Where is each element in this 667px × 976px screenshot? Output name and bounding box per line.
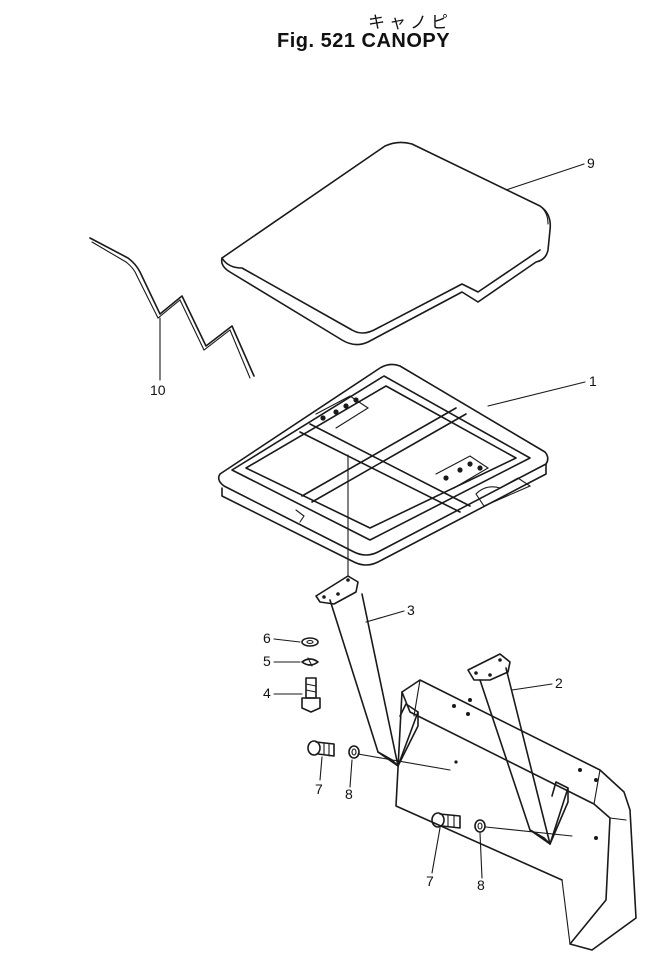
part-3-front-post — [315, 575, 419, 767]
callout-10: 10 — [150, 382, 166, 398]
callout-7-upper: 7 — [315, 781, 323, 797]
base-side-panel — [395, 679, 637, 951]
part-6-washer — [301, 637, 319, 647]
part-8-washer-upper — [348, 745, 360, 759]
callout-7-lower: 7 — [426, 873, 434, 889]
callout-1: 1 — [589, 373, 597, 389]
part-5-lock-washer — [301, 657, 319, 667]
callout-8-lower: 8 — [477, 877, 485, 893]
part-4-bolt — [301, 677, 321, 713]
leader-lines — [159, 163, 586, 879]
callout-9: 9 — [587, 155, 595, 171]
figure-title-japanese: キャノピ — [368, 13, 452, 33]
part-2-rear-post — [467, 653, 569, 845]
figure-title: Fig. 521 CANOPY — [277, 30, 451, 52]
part-1-canopy-frame — [217, 363, 549, 566]
callout-6: 6 — [263, 630, 271, 646]
part-8-washer-lower — [474, 819, 486, 833]
part-7-bolt-upper — [307, 740, 335, 757]
callout-5: 5 — [263, 653, 271, 669]
callout-8-upper: 8 — [345, 786, 353, 802]
part-9-roof-cover — [220, 141, 552, 346]
callout-3: 3 — [407, 602, 415, 618]
assembly-guide-line-lower — [485, 826, 573, 837]
assembly-guide-line-upper — [357, 753, 451, 771]
part-7-bolt-lower — [431, 812, 461, 829]
part-10-bent-rod — [89, 237, 255, 379]
callout-2: 2 — [555, 675, 563, 691]
callout-4: 4 — [263, 685, 271, 701]
